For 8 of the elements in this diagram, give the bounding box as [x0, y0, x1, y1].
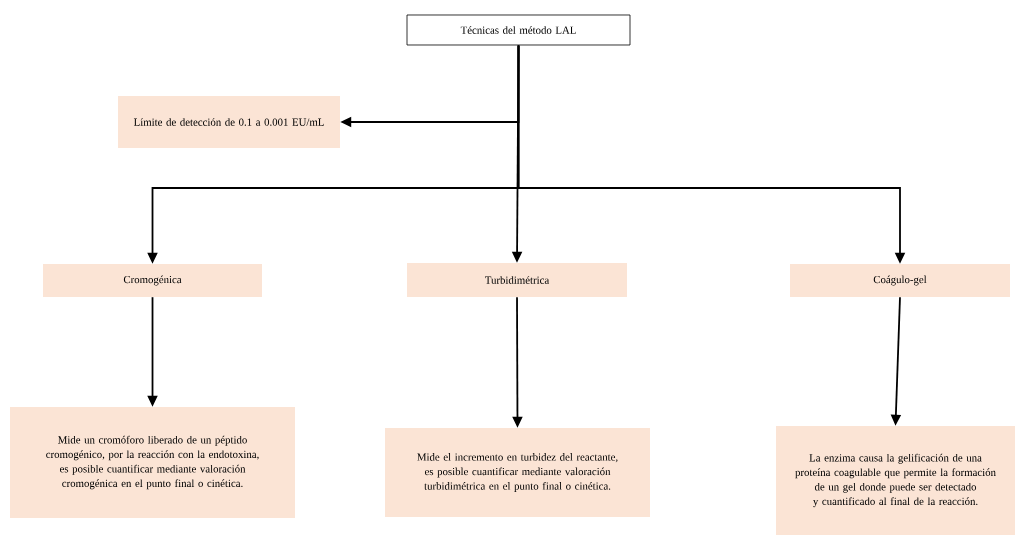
description-box: La enzima causa la gelificación de una proteína coagulable que permite la formación de un gel donde puede ser detectado y cuantificado al final de la reacción.	[776, 426, 1015, 535]
description-box: Mide el incremento en turbidez del reactante, es posible cuantificar mediante valoración turbidimétrica en el punto final o cinética.	[385, 428, 650, 517]
method-box: Cromogénica	[43, 264, 262, 297]
title-box: Técnicas del método LAL	[406, 14, 631, 46]
method-box: Turbidimétrica	[407, 263, 627, 297]
method-box: Coágulo-gel	[790, 264, 1010, 297]
description-box: Mide un cromóforo liberado de un péptido cromogénico, por la reacción con la endotoxina, es posible cuantificar mediante valoración cromogénica en el punto final o cinética.	[10, 407, 295, 518]
note-box: Límite de detección de 0.1 a 0.001 EU/mL	[118, 96, 340, 148]
